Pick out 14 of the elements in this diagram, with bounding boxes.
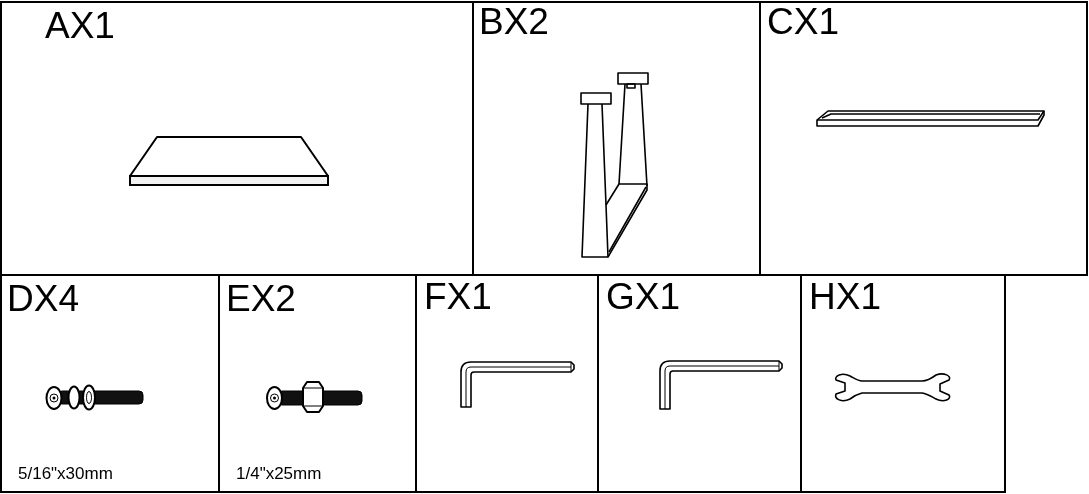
part-code: EX2 (226, 280, 296, 317)
part-code: CX1 (767, 3, 839, 40)
part-panel (800, 274, 1006, 493)
part-panel (759, 1, 1088, 276)
bolt-size-label: 1/4"x25mm (236, 465, 322, 482)
part-code: HX1 (809, 278, 881, 315)
part-code: AX1 (45, 7, 115, 44)
part-code: FX1 (424, 278, 492, 315)
part-code: DX4 (7, 280, 79, 317)
part-panel (0, 274, 220, 493)
part-code: BX2 (479, 3, 549, 40)
part-code: GX1 (606, 278, 681, 315)
part-panel (0, 1, 474, 276)
bolt-size-label: 5/16"x30mm (18, 465, 113, 482)
